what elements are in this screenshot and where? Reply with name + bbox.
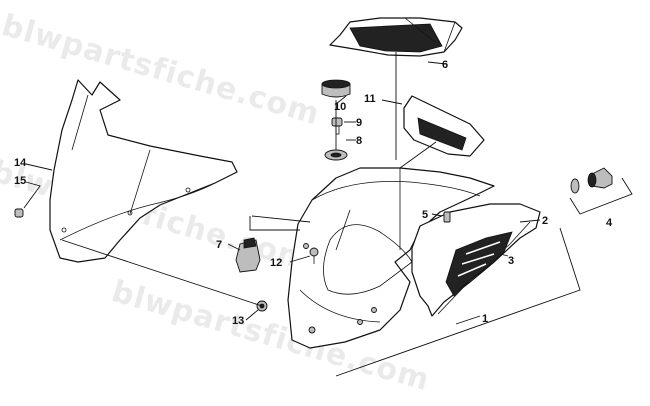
screw-12-part xyxy=(309,247,319,264)
callout-13: 13 xyxy=(232,315,244,327)
knob-part xyxy=(570,167,613,194)
callout-12: 12 xyxy=(270,257,282,269)
windshield-part xyxy=(49,79,238,263)
callout-10: 10 xyxy=(334,101,346,113)
callout-14: 14 xyxy=(14,157,27,169)
callout-11: 11 xyxy=(364,93,376,105)
callout-8: 8 xyxy=(356,135,362,147)
connector-part xyxy=(235,237,261,273)
washer-part xyxy=(324,149,348,161)
callout-9: 9 xyxy=(356,117,362,129)
switch-panel-part xyxy=(403,95,485,157)
callout-2: 2 xyxy=(542,215,548,227)
screw-part xyxy=(331,117,343,135)
callout-15: 15 xyxy=(14,175,26,187)
callout-3: 3 xyxy=(508,255,514,267)
cap-part xyxy=(321,79,351,98)
callout-7: 7 xyxy=(216,239,222,251)
leader-lines xyxy=(23,52,633,377)
windshield-fastener-part xyxy=(14,208,24,218)
watermark-top: blwpartsfiche.com xyxy=(0,8,324,132)
nut-13-part xyxy=(256,300,268,312)
callout-5: 5 xyxy=(422,209,428,221)
callout-4: 4 xyxy=(606,217,613,229)
decal-part xyxy=(445,231,513,297)
callout-1: 1 xyxy=(482,313,488,325)
small-screw-part xyxy=(443,211,451,223)
callout-6: 6 xyxy=(442,59,448,71)
mesh-vent-part xyxy=(329,17,463,57)
